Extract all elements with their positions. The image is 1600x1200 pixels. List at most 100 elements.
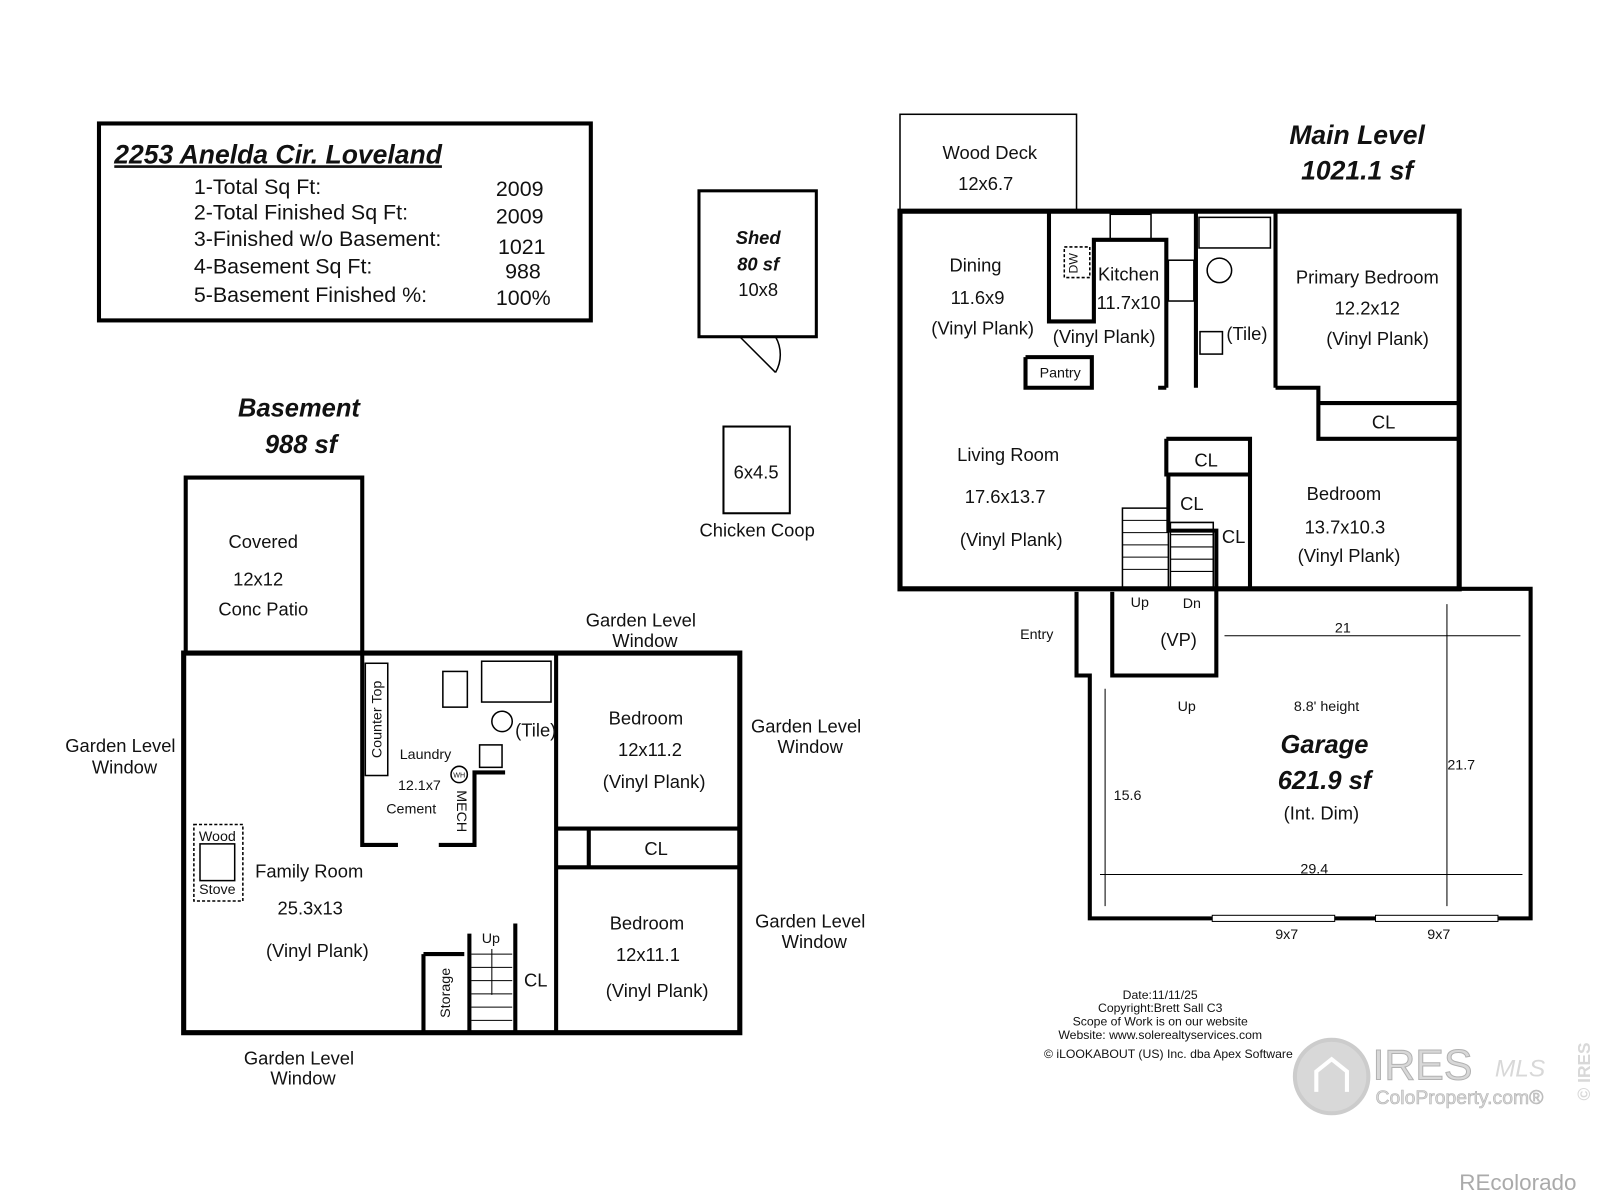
patio-label: Covered xyxy=(229,531,298,552)
window-label: Garden Level xyxy=(755,911,865,932)
basement-area: 988 sf xyxy=(265,431,340,459)
closet-label: CL xyxy=(524,970,547,991)
bedroom-label: Bedroom xyxy=(610,913,685,934)
stairs-up-label: Up xyxy=(1178,699,1196,715)
family-room-dims: 25.3x13 xyxy=(278,897,343,918)
wood-stove-label: Stove xyxy=(199,882,236,898)
bath-floor: (Tile) xyxy=(515,720,556,741)
garage-dim-bottom: 29.4 xyxy=(1300,861,1328,877)
date-text: Date:11/11/25 xyxy=(1123,988,1198,1002)
window-label: Garden Level xyxy=(586,610,696,631)
bath-floor: (Tile) xyxy=(1226,323,1267,344)
kitchen-label: Kitchen xyxy=(1098,264,1159,285)
window-label: Window xyxy=(778,736,844,757)
living-room-floor: (Vinyl Plank) xyxy=(960,529,1063,550)
primary-bedroom-label: Primary Bedroom xyxy=(1296,267,1439,288)
garage-label: Garage xyxy=(1281,731,1369,759)
closet-label: CL xyxy=(1372,412,1395,433)
chicken-coop: 6x4.5 Chicken Coop xyxy=(699,425,815,541)
dining-dims: 11.6x9 xyxy=(951,287,1005,308)
main-level-area: 1021.1 sf xyxy=(1301,156,1416,186)
garage-door-dims: 9x7 xyxy=(1275,927,1298,943)
website-text: Website: www.solerealtyservices.com xyxy=(1058,1028,1262,1042)
dining-label: Dining xyxy=(949,254,1001,275)
copyright-text: Copyright:Brett Sall C3 xyxy=(1098,1001,1223,1015)
main-level-title: Main Level xyxy=(1289,120,1425,150)
credits: Date:11/11/25 Copyright:Brett Sall C3 Sc… xyxy=(1044,988,1293,1061)
info-label: 3-Finished w/o Basement: xyxy=(194,227,441,251)
family-room-label: Family Room xyxy=(255,861,363,882)
window-label: Garden Level xyxy=(244,1047,354,1068)
info-value: 988 xyxy=(505,260,541,284)
recolorado-watermark: REcolorado xyxy=(1459,1170,1576,1195)
window-label: Window xyxy=(92,756,158,777)
closet-label: CL xyxy=(1194,449,1217,470)
kitchen-dims: 11.7x10 xyxy=(1097,292,1161,313)
counter-top-label: Counter Top xyxy=(370,681,386,759)
window-label: Window xyxy=(612,630,678,651)
info-value: 1021 xyxy=(498,235,546,259)
patio-dims: 12x12 xyxy=(233,569,283,590)
software-text: © iLOOKABOUT (US) Inc. dba Apex Software xyxy=(1044,1047,1293,1061)
deck-label: Wood Deck xyxy=(943,142,1038,163)
coop-label: Chicken Coop xyxy=(699,520,814,541)
main-level: Main Level 1021.1 sf Wood Deck 12x6.7 DW… xyxy=(897,113,1462,715)
primary-bedroom-floor: (Vinyl Plank) xyxy=(1326,328,1429,349)
bedroom-floor: (Vinyl Plank) xyxy=(1298,545,1401,566)
stairs-down-label: Dn xyxy=(1183,596,1201,612)
ires-logo-text: IRES xyxy=(1372,1042,1472,1090)
mech-label: MECH xyxy=(453,790,469,832)
house-icon xyxy=(1314,1056,1349,1092)
family-room-floor: (Vinyl Plank) xyxy=(266,940,369,961)
primary-bedroom-dims: 12.2x12 xyxy=(1335,297,1400,318)
kitchen-floor: (Vinyl Plank) xyxy=(1053,326,1156,347)
info-label: 5-Basement Finished %: xyxy=(194,283,427,307)
garage-door-dims: 9x7 xyxy=(1427,927,1450,943)
closet-label: CL xyxy=(1180,493,1203,514)
info-label: 4-Basement Sq Ft: xyxy=(194,254,372,278)
info-value: 2009 xyxy=(496,204,544,228)
laundry-dims: 12.1x7 xyxy=(398,778,441,794)
bedroom-floor: (Vinyl Plank) xyxy=(606,980,709,1001)
entry-label: Entry xyxy=(1020,627,1054,643)
info-label: 2-Total Finished Sq Ft: xyxy=(194,200,408,224)
ires-watermark: IRES MLS ColoProperty.com® © IRES xyxy=(1292,1037,1594,1116)
wood-stove-label: Wood xyxy=(199,829,236,845)
laundry-label: Laundry xyxy=(400,747,452,763)
shed-label: Shed xyxy=(736,227,782,248)
dishwasher-label: DW xyxy=(1067,253,1081,274)
basement: Basement 988 sf Covered 12x12 Conc Patio… xyxy=(65,394,865,1088)
info-value: 2009 xyxy=(496,177,544,201)
bedroom-label: Bedroom xyxy=(609,707,684,728)
garage-dim-right: 21.7 xyxy=(1447,757,1475,773)
garage-area: 621.9 sf xyxy=(1278,767,1374,795)
garage-note: (Int. Dim) xyxy=(1284,802,1359,823)
bedroom-dims: 12x11.2 xyxy=(618,739,682,760)
bedroom-label: Bedroom xyxy=(1307,483,1382,504)
site-logo-text: ColoProperty.com® xyxy=(1376,1087,1544,1109)
garage: 21 8.8' height Garage 621.9 sf (Int. Dim… xyxy=(1074,586,1533,943)
side-logo-text: © IRES xyxy=(1574,1042,1594,1100)
info-label: 1-Total Sq Ft: xyxy=(194,175,321,199)
patio-material: Conc Patio xyxy=(218,598,308,619)
pantry-label: Pantry xyxy=(1040,366,1082,382)
vp-label: (VP) xyxy=(1160,629,1197,650)
window-label: Garden Level xyxy=(65,735,175,756)
shed-area: 80 sf xyxy=(737,253,781,274)
basement-title: Basement xyxy=(238,394,361,422)
closet-label: CL xyxy=(1222,526,1245,547)
stairs-up-label: Up xyxy=(1131,595,1149,611)
garage-dim-left: 15.6 xyxy=(1114,788,1142,804)
bedroom-floor: (Vinyl Plank) xyxy=(603,771,706,792)
info-value: 100% xyxy=(496,286,551,310)
laundry-floor: Cement xyxy=(386,801,436,817)
closet-label: CL xyxy=(644,838,667,859)
shed: Shed 80 sf 10x8 xyxy=(697,189,818,373)
info-box: 2253 Anelda Cir. Loveland 1-Total Sq Ft:… xyxy=(96,121,593,323)
bedroom-dims: 13.7x10.3 xyxy=(1305,517,1386,538)
storage-label: Storage xyxy=(438,968,454,1018)
mls-logo-text: MLS xyxy=(1495,1056,1546,1083)
living-room-dims: 17.6x13.7 xyxy=(965,486,1046,507)
water-heater-label: WH xyxy=(453,772,465,780)
